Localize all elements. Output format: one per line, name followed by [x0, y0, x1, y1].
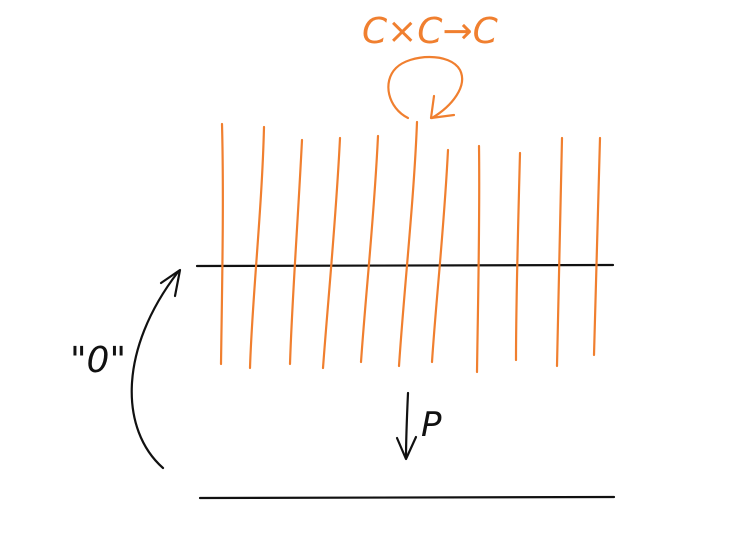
- fiber-line: [475, 144, 481, 374]
- projection-arrow: [404, 391, 410, 460]
- fiber-line: [514, 151, 522, 362]
- zero-label: "0": [70, 340, 127, 381]
- fiber-line: [555, 136, 564, 368]
- upper-horizontal-line: [195, 263, 615, 268]
- zero-arrowhead: [159, 268, 182, 298]
- fiber-line: [430, 148, 450, 364]
- projection-arrowhead: [395, 435, 418, 461]
- loop-arrowhead: [429, 94, 456, 120]
- fiber-line: [248, 125, 266, 370]
- fiber-lines: [219, 120, 602, 374]
- fiber-line: [359, 134, 380, 364]
- fiber-line: [219, 122, 224, 366]
- loop-arrow: [387, 56, 464, 120]
- base-line: [198, 495, 616, 500]
- fiber-line: [397, 120, 419, 368]
- projection-label: P: [421, 405, 442, 445]
- zero-arrow: [130, 270, 180, 470]
- fiber-line: [321, 136, 342, 370]
- fiber-line: [592, 136, 602, 357]
- map-label: C×C→C: [362, 11, 498, 52]
- fiber-line: [288, 138, 304, 366]
